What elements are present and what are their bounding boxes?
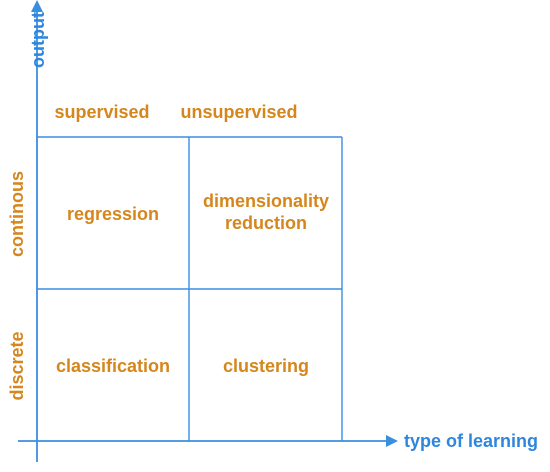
- cell-classification: classification: [55, 356, 171, 376]
- y-axis-label: output: [28, 12, 48, 68]
- cell-clustering: clustering: [222, 356, 310, 376]
- cell-dimensionality-reduction: dimensionality reduction: [202, 191, 330, 233]
- cell-regression: regression: [66, 204, 160, 224]
- row-label-continuous: continous: [7, 171, 27, 257]
- x-axis-label: type of learning: [404, 431, 539, 451]
- y-axis-arrow-icon: [31, 0, 43, 12]
- row-label-discrete: discrete: [7, 331, 27, 401]
- x-axis-arrow-icon: [386, 435, 398, 447]
- column-label-unsupervised: unsupervised: [180, 102, 298, 122]
- column-label-supervised: supervised: [54, 102, 150, 122]
